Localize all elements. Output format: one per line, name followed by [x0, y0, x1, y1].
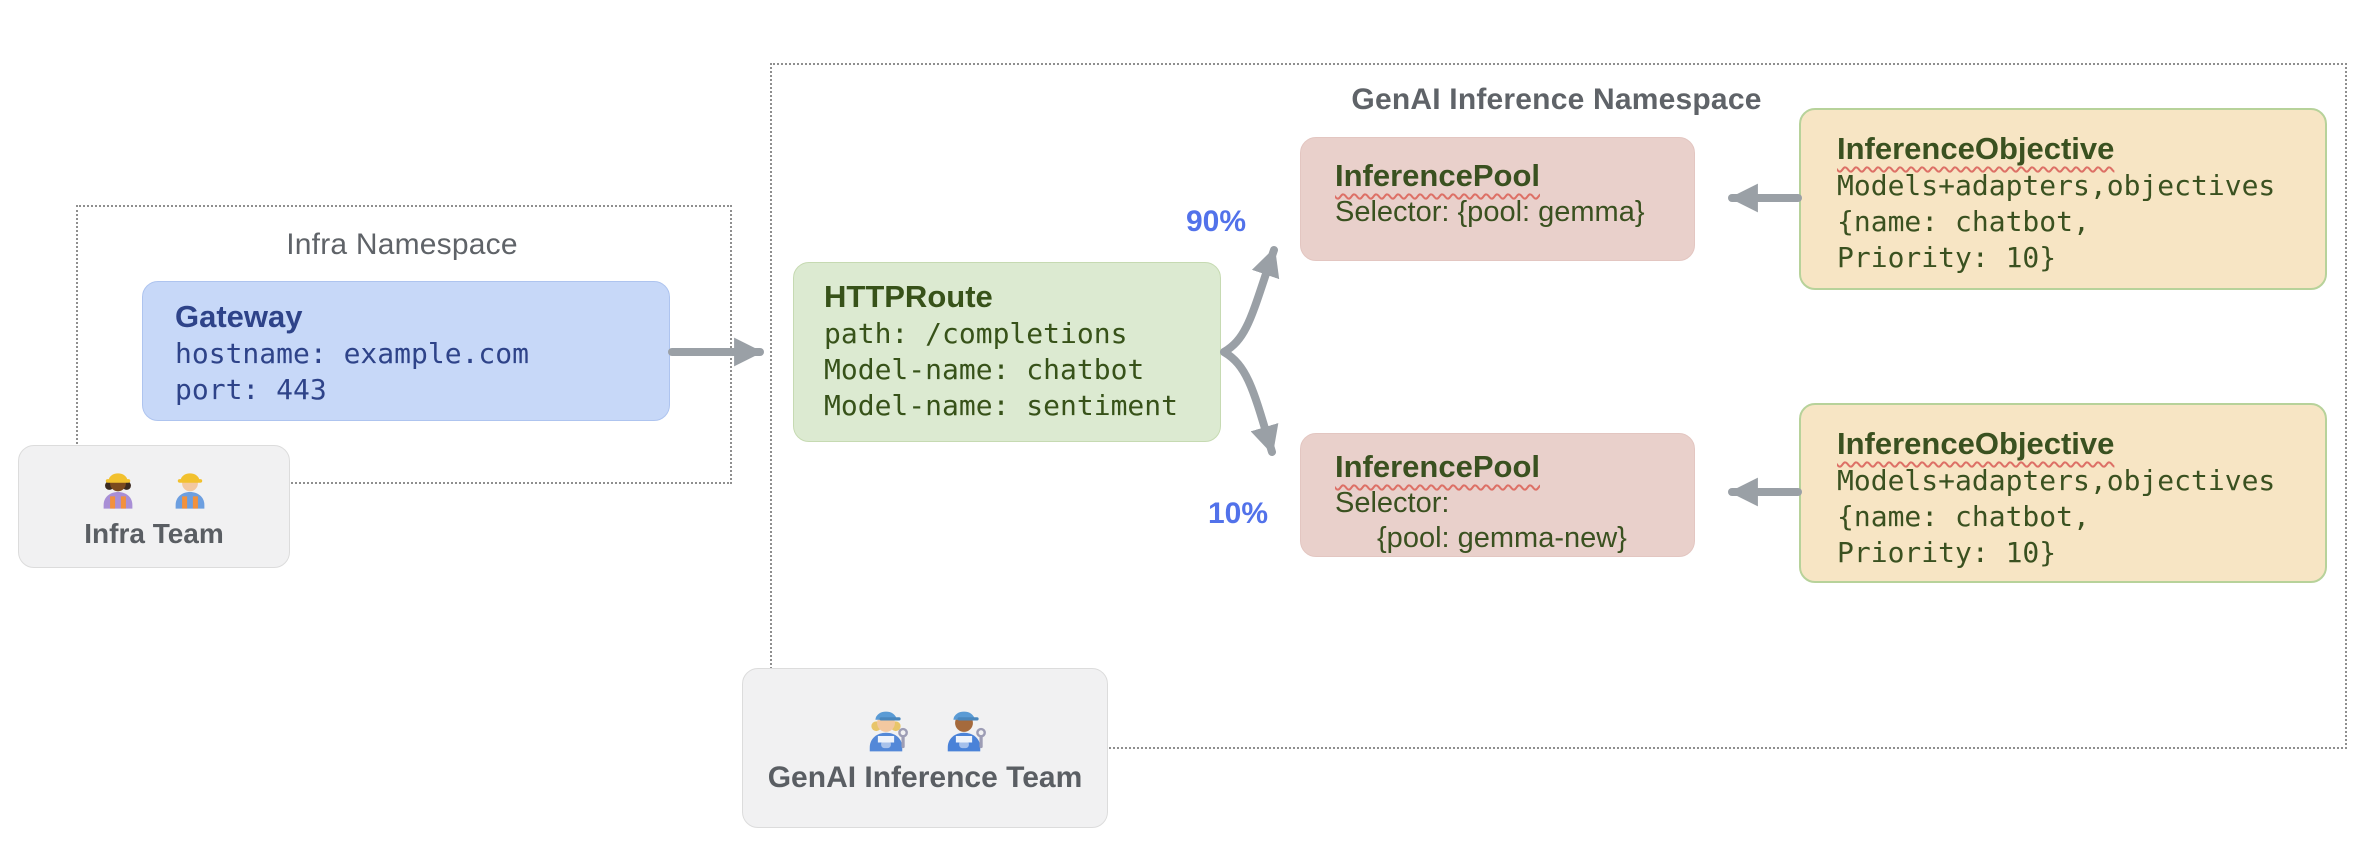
- infra-team-card: Infra Team: [18, 445, 290, 568]
- inference-pool-top-node: InferencePool Selector: {pool: gemma}: [1300, 137, 1695, 261]
- inference-objective-top-line-2: {name: chatbot,: [1837, 205, 2090, 238]
- inference-pool-top-selector: Selector: {pool: gemma}: [1335, 196, 1645, 228]
- infra-namespace-box: [76, 205, 732, 484]
- inference-objective-bottom-title: InferenceObjective: [1837, 425, 2305, 463]
- inference-pool-bottom-selector-value: {pool: gemma-new}: [1377, 522, 1627, 554]
- httproute-title: HTTPRoute: [824, 279, 993, 314]
- traffic-split-10-label: 10%: [1207, 497, 1269, 530]
- gateway-node: Gateway hostname: example.com port: 443: [142, 281, 670, 421]
- inference-pool-bottom-node: InferencePool Selector: {pool: gemma-new…: [1300, 433, 1695, 557]
- httproute-model-1: Model-name: chatbot: [824, 353, 1145, 386]
- inference-objective-top-node: InferenceObjective Models+adapters,objec…: [1799, 108, 2327, 290]
- inference-pool-bottom-selector: Selector:: [1335, 487, 1450, 519]
- infra-namespace-title: Infra Namespace: [286, 228, 518, 261]
- gateway-port: port: 443: [175, 373, 327, 406]
- inference-objective-bottom-line-3: Priority: 10}: [1837, 536, 2057, 569]
- genai-team-label: GenAI Inference Team: [767, 761, 1083, 794]
- inference-objective-bottom-title-text: InferenceObjective: [1837, 426, 2115, 461]
- inference-objective-top-line-1: Models+adapters,objectives: [1837, 169, 2276, 202]
- httproute-path: path: /completions: [824, 317, 1128, 350]
- httproute-node: HTTPRoute path: /completions Model-name:…: [793, 262, 1221, 442]
- genai-team-icons: [860, 701, 990, 753]
- genai-namespace-box: [770, 63, 2347, 749]
- infra-team-icons: [95, 464, 213, 510]
- httproute-model-2: Model-name: sentiment: [824, 389, 1179, 422]
- inference-pool-bottom-title-text: InferencePool: [1335, 449, 1540, 484]
- inference-objective-top-title-text: InferenceObjective: [1837, 131, 2115, 166]
- genai-team-card: GenAI Inference Team: [742, 668, 1108, 828]
- man-construction-worker-icon: [175, 472, 205, 509]
- man-mechanic-icon: [947, 711, 986, 752]
- inference-objective-top-line-3: Priority: 10}: [1837, 241, 2057, 274]
- infra-team-label: Infra Team: [84, 517, 224, 549]
- inference-objective-bottom-node: InferenceObjective Models+adapters,objec…: [1799, 403, 2327, 583]
- gateway-title: Gateway: [175, 299, 303, 334]
- inference-pool-top-title-text: InferencePool: [1335, 158, 1540, 193]
- inference-objective-top-title: InferenceObjective: [1837, 130, 2305, 168]
- genai-namespace-title: GenAI Inference Namespace: [1351, 83, 1762, 116]
- traffic-split-90-label: 90%: [1185, 205, 1247, 238]
- inference-objective-bottom-line-2: {name: chatbot,: [1837, 500, 2090, 533]
- gateway-hostname: hostname: example.com: [175, 337, 530, 370]
- woman-mechanic-icon: [869, 711, 908, 752]
- inference-objective-bottom-line-1: Models+adapters,objectives: [1837, 464, 2276, 497]
- woman-construction-worker-icon: [103, 472, 133, 509]
- inference-pool-bottom-title: InferencePool: [1335, 448, 1674, 486]
- inference-pool-top-title: InferencePool: [1335, 157, 1674, 195]
